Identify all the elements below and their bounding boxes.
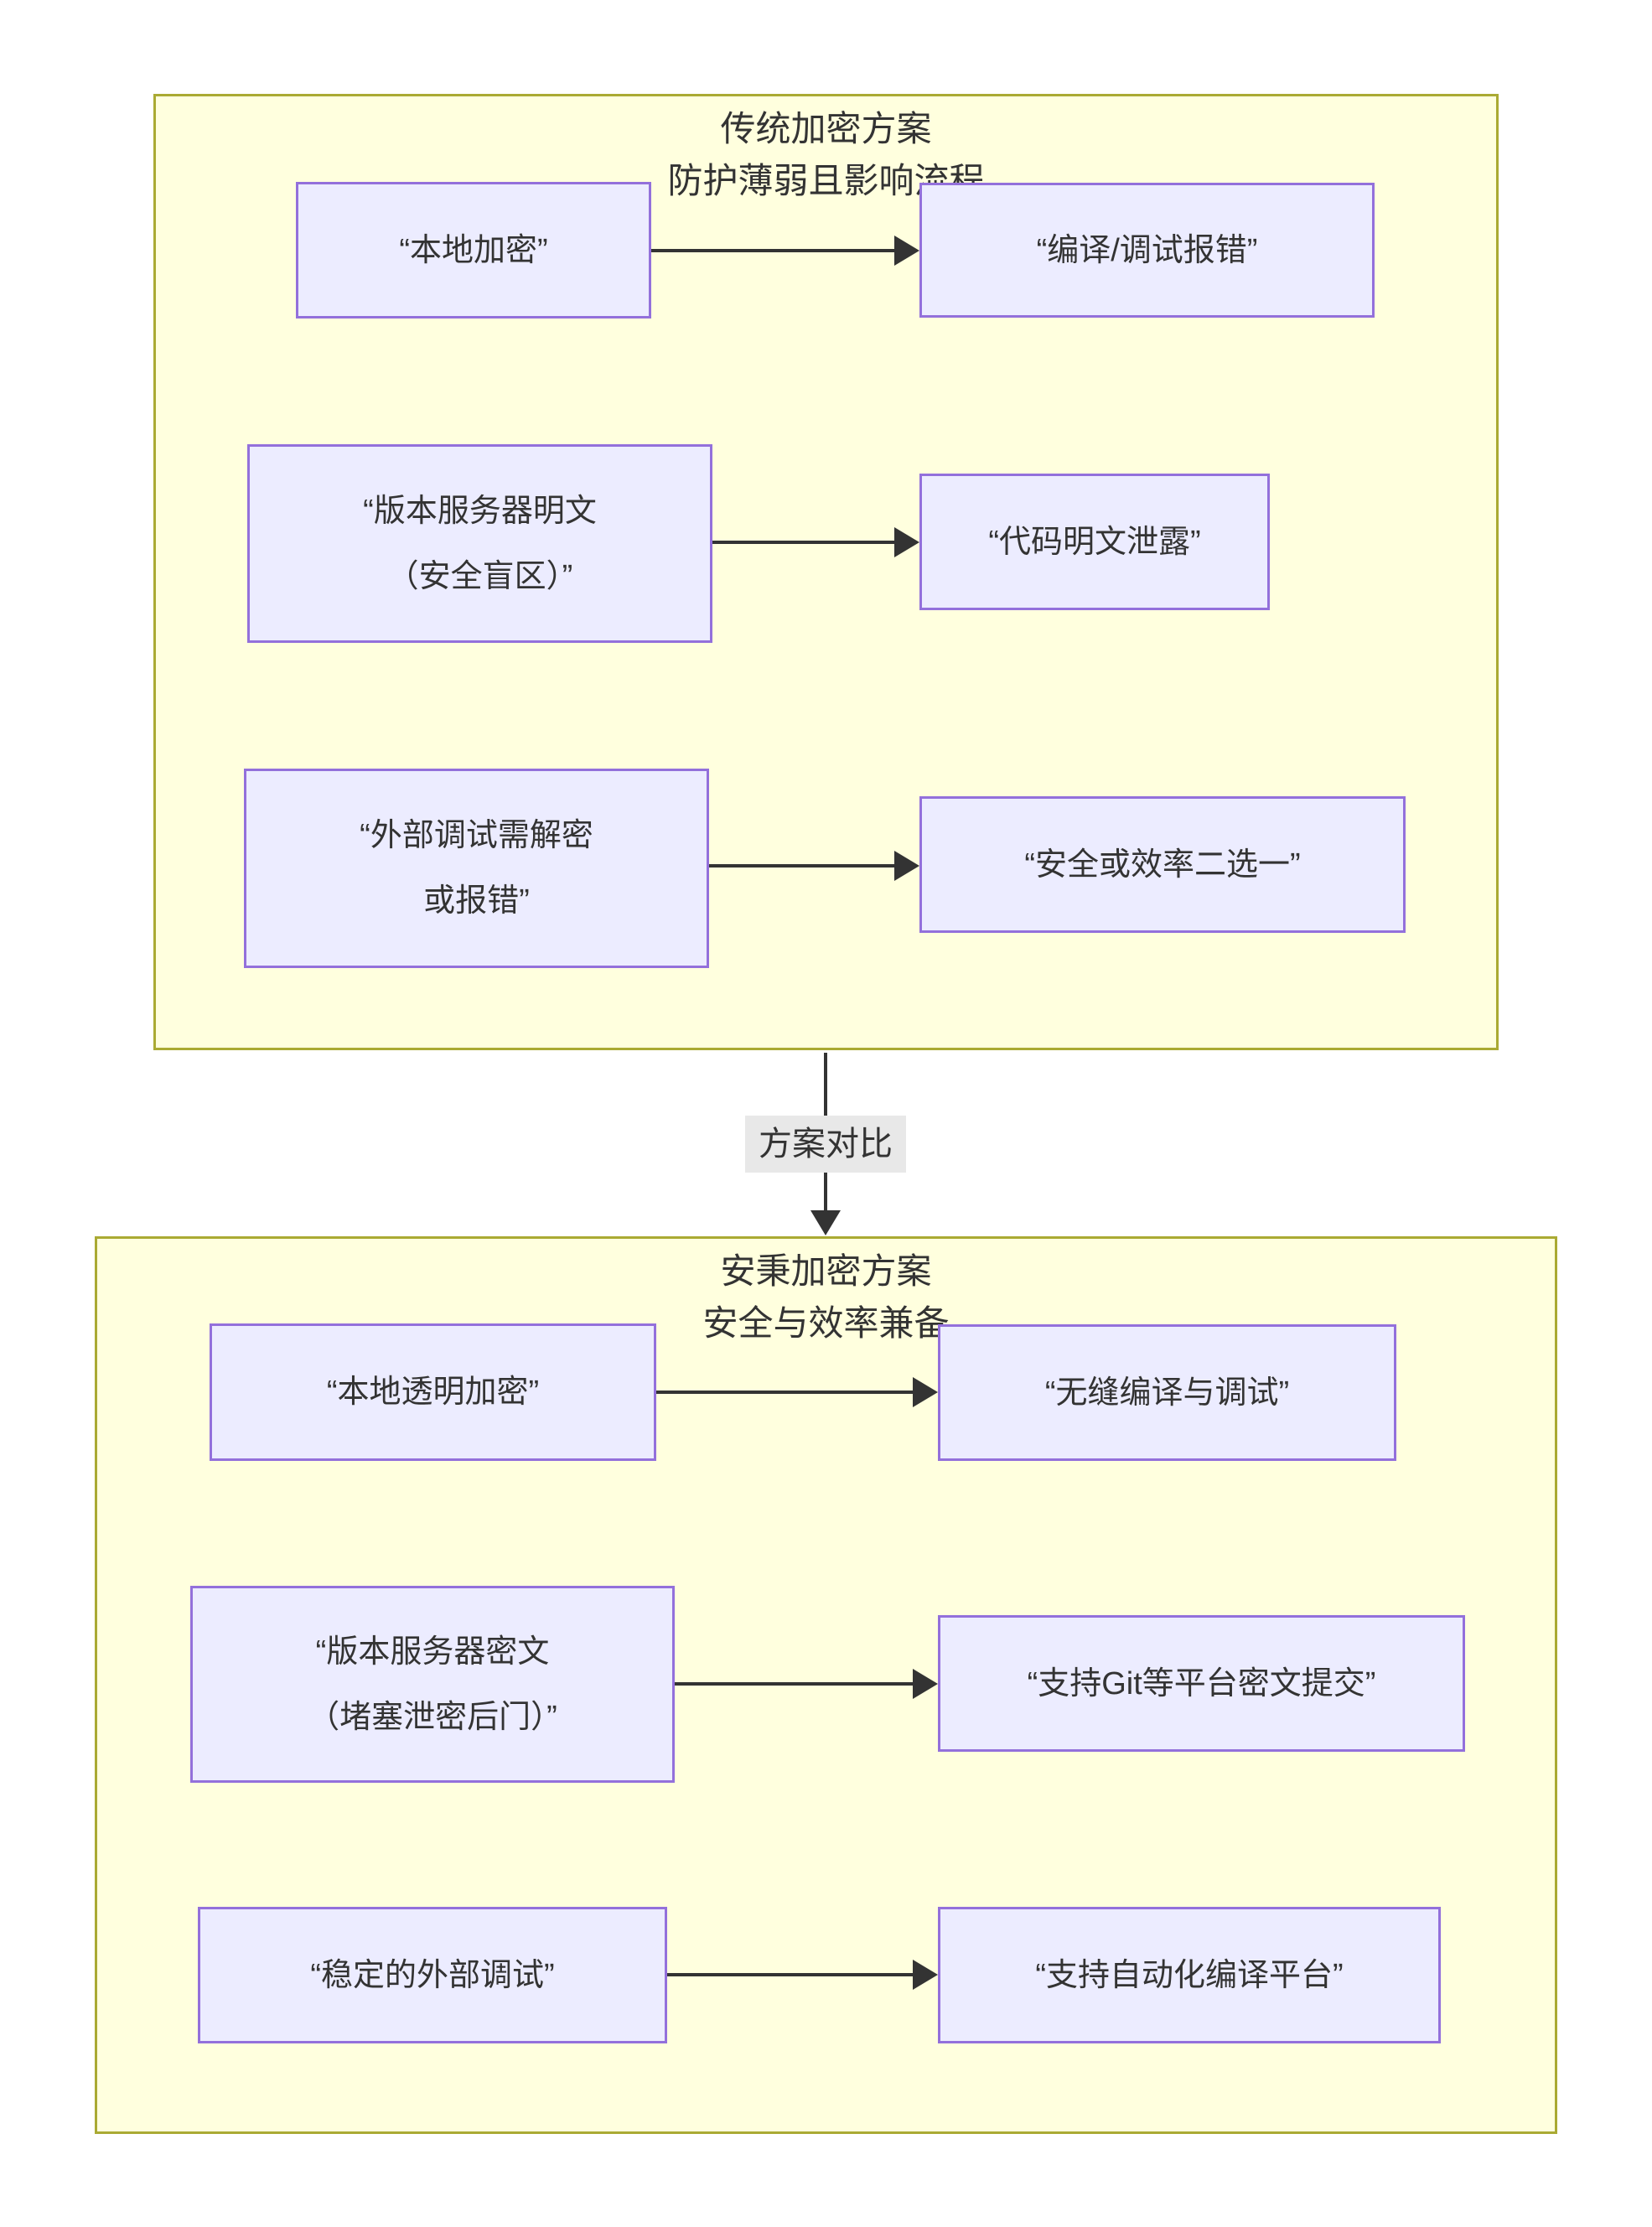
node-version-server-plaintext: “版本服务器明文 （安全盲区）” <box>247 444 712 643</box>
edge-label-scheme-comparison: 方案对比 <box>745 1116 906 1173</box>
arrow-head-icon <box>894 527 919 557</box>
node-stable-external-debug: “稳定的外部调试” <box>198 1907 667 2043</box>
node-version-server-ciphertext: “版本服务器密文 （堵塞泄密后门）” <box>190 1586 675 1783</box>
arrow-shaft <box>651 249 898 252</box>
arrow-shaft <box>656 1391 916 1394</box>
arrow-head-icon <box>913 1669 938 1699</box>
cluster-anbing-title-line2: 安全与效率兼备 <box>702 1303 950 1343</box>
cluster-anbing-title-line1: 安秉加密方案 <box>720 1251 932 1291</box>
node-local-encryption: “本地加密” <box>296 182 651 319</box>
arrow-shaft <box>675 1682 916 1686</box>
cluster-traditional-title-line1: 传统加密方案 <box>720 109 932 148</box>
node-git-ciphertext-commit: “支持Git等平台密文提交” <box>938 1615 1465 1752</box>
arrow-head-icon <box>913 1960 938 1990</box>
node-security-or-efficiency: “安全或效率二选一” <box>919 796 1406 933</box>
arrow-head-icon <box>894 851 919 881</box>
node-external-debug-decrypt: “外部调试需解密 或报错” <box>244 769 709 968</box>
node-code-plaintext-leak: “代码明文泄露” <box>919 474 1270 610</box>
arrow-shaft <box>667 1973 916 1976</box>
node-compile-debug-error: “编译/调试报错” <box>919 183 1375 318</box>
node-automation-compile-platform: “支持自动化编译平台” <box>938 1907 1441 2043</box>
arrow-head-icon <box>810 1210 841 1235</box>
node-local-transparent-encryption: “本地透明加密” <box>210 1323 656 1461</box>
node-seamless-compile-debug: “无缝编译与调试” <box>938 1324 1396 1461</box>
arrow-shaft <box>712 541 898 544</box>
arrow-head-icon <box>913 1377 938 1407</box>
arrow-shaft <box>709 864 898 867</box>
arrow-head-icon <box>894 236 919 266</box>
